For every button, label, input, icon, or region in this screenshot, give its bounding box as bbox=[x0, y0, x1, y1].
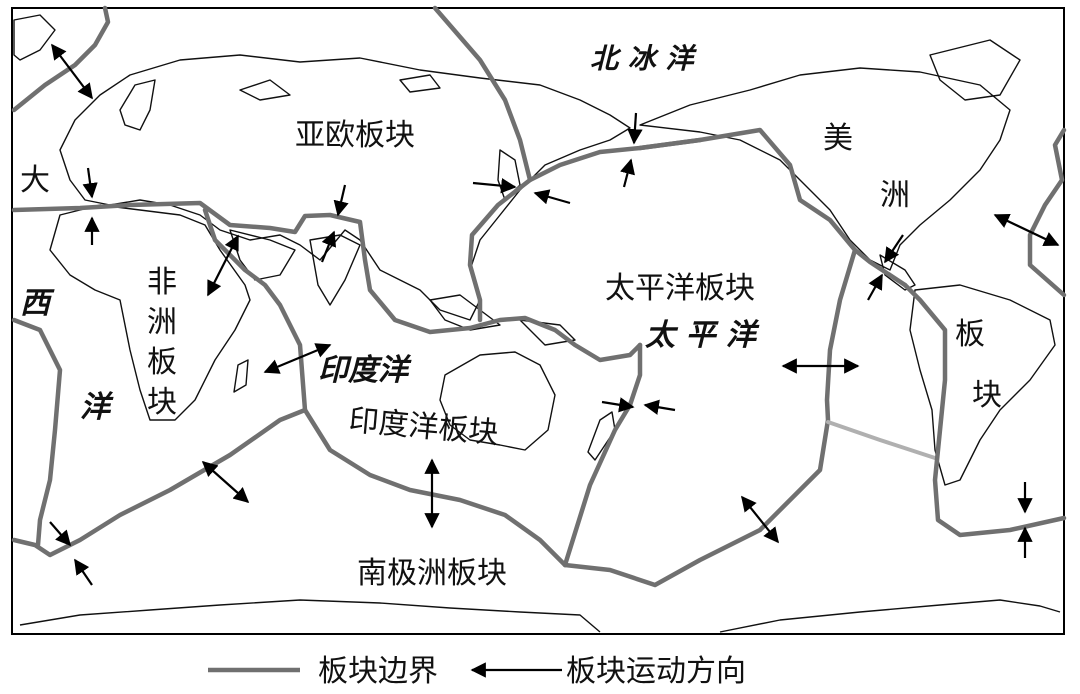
coast-madagascar bbox=[233, 359, 249, 393]
arrow-japan-1 bbox=[472, 178, 517, 194]
arrow-med-1 bbox=[82, 167, 98, 199]
coast-africa bbox=[49, 204, 251, 421]
label-indian-ocean: 印度洋 bbox=[318, 353, 412, 388]
coast-antarctica-1 bbox=[19, 599, 601, 633]
arrow-atlantic-north bbox=[51, 43, 93, 100]
label-america-ban: 板 bbox=[955, 317, 985, 352]
boundary-atlantic-west bbox=[11, 317, 63, 548]
label-atlantic-da: 大 bbox=[20, 163, 50, 198]
label-america-zhou: 洲 bbox=[880, 178, 910, 213]
arrow-tonga-2 bbox=[643, 399, 676, 415]
label-pacific-plate: 太平洋板块 bbox=[605, 271, 755, 306]
arrow-indian-ridge bbox=[263, 343, 332, 374]
boundary-eurasia-africa bbox=[11, 200, 643, 363]
coast-se-asia bbox=[429, 294, 576, 346]
coastlines bbox=[13, 14, 1061, 633]
arrow-himalaya-1 bbox=[333, 184, 349, 217]
label-pacific-ocean: 太 平 洋 bbox=[645, 318, 760, 353]
arrow-central-america-1 bbox=[884, 234, 904, 264]
arrow-southwest-indian bbox=[201, 460, 250, 504]
boundary-ring-fragment bbox=[637, 137, 703, 151]
label-african-plate-2: 洲 bbox=[147, 305, 177, 340]
label-antarctic-plate: 南极洲板块 bbox=[357, 556, 507, 591]
arrow-sw-atlantic-1 bbox=[49, 521, 72, 547]
label-arctic-ocean: 北 冰 洋 bbox=[590, 42, 697, 75]
label-african-plate-4: 块 bbox=[147, 385, 177, 420]
label-america-mei: 美 bbox=[823, 121, 853, 156]
map-labels: 北 冰 洋 亚欧板块 美 洲 板 块 大 西 洋 非 洲 板 块 印度洋 印度洋… bbox=[20, 42, 1002, 591]
label-african-plate-1: 非 bbox=[147, 265, 177, 300]
arrow-japan-2 bbox=[533, 189, 571, 205]
arrow-central-america-2 bbox=[867, 273, 883, 301]
label-atlantic-xi: 西 bbox=[20, 286, 55, 321]
boundary-eurasia-pacific-north bbox=[432, 5, 533, 183]
arrow-aleutian-2 bbox=[620, 158, 635, 188]
boundary-pacific-ring bbox=[527, 127, 908, 288]
boundary-atlantic-east bbox=[1027, 127, 1067, 298]
boundary-african-indian bbox=[11, 207, 308, 558]
boundary-chile-rise bbox=[826, 420, 937, 460]
label-eurasian-plate: 亚欧板块 bbox=[295, 118, 415, 153]
label-indian-ocean-plate: 印度洋板块 bbox=[347, 403, 499, 451]
boundary-south-america-west bbox=[902, 282, 1067, 538]
coast-scandinavia bbox=[119, 79, 156, 131]
coast-north-america bbox=[639, 67, 1011, 271]
boundary-greenland-topleft bbox=[11, 5, 111, 113]
coast-arctic-islands bbox=[239, 74, 441, 101]
coast-new-zealand bbox=[587, 411, 616, 461]
coast-antarctica-2 bbox=[719, 599, 1061, 633]
coast-south-america bbox=[909, 284, 1056, 486]
coast-greenland bbox=[929, 39, 1021, 101]
coast-topleft-land bbox=[13, 14, 56, 61]
motion-arrows bbox=[49, 43, 1060, 586]
arrow-redsea bbox=[207, 234, 239, 297]
legend: 板块边界 板块运动方向 bbox=[208, 654, 746, 689]
coast-arabia bbox=[229, 229, 296, 281]
coast-india bbox=[309, 234, 361, 306]
arrow-pacific-antarctic bbox=[741, 495, 779, 544]
label-america-kuai: 块 bbox=[972, 378, 1002, 413]
boundary-east-pacific-rise bbox=[562, 247, 858, 588]
legend-motion-label: 板块运动方向 bbox=[566, 654, 746, 689]
legend-boundary-label: 板块边界 bbox=[318, 654, 438, 689]
arrow-himalaya-2 bbox=[320, 230, 337, 263]
boundary-tonga-kermadec bbox=[562, 342, 643, 568]
coast-australia bbox=[439, 351, 556, 451]
label-african-plate-3: 板 bbox=[147, 345, 177, 380]
arrow-mid-atlantic bbox=[993, 214, 1060, 246]
arrow-sw-atlantic-2 bbox=[74, 558, 93, 586]
arrow-aleutian-1 bbox=[627, 112, 643, 145]
arrow-tonga-1 bbox=[601, 397, 635, 413]
boundary-pacific-west bbox=[467, 177, 533, 323]
label-atlantic-yang: 洋 bbox=[80, 390, 114, 425]
